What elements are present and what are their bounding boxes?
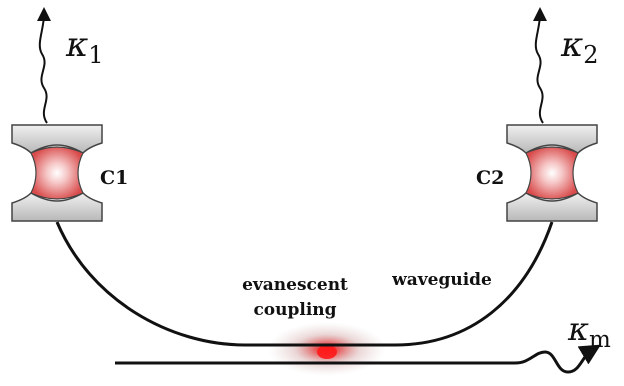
kappa-1-label: κ1	[65, 25, 104, 69]
cavity-c1	[11, 124, 103, 222]
cavity-c1-mode	[30, 146, 84, 200]
cavity-c2-bottom-mirror	[506, 192, 598, 222]
cavity-c1-top-mirror	[11, 124, 103, 154]
cavity-c2-mode	[525, 146, 579, 200]
kappa-m-label: κm	[567, 310, 611, 353]
cavity-c2-label: C2	[476, 167, 504, 189]
u-waveguide	[55, 221, 554, 347]
coupling-label-line2: coupling	[253, 300, 336, 320]
coupling-glow	[268, 322, 386, 376]
loss-arrow-1	[36, 7, 51, 124]
bus-waveguide	[115, 344, 601, 374]
cavity-c1-bottom-mirror	[11, 192, 103, 222]
kappa-2-label: κ2	[560, 25, 599, 69]
waveguide-label: waveguide	[391, 270, 492, 290]
cavity-c2-top-mirror	[506, 124, 598, 154]
loss-arrow-2	[532, 7, 547, 124]
coupling-label-line1: evanescent	[242, 275, 348, 295]
cavity-c1-label: C1	[100, 167, 128, 189]
cavity-c2	[506, 124, 598, 222]
